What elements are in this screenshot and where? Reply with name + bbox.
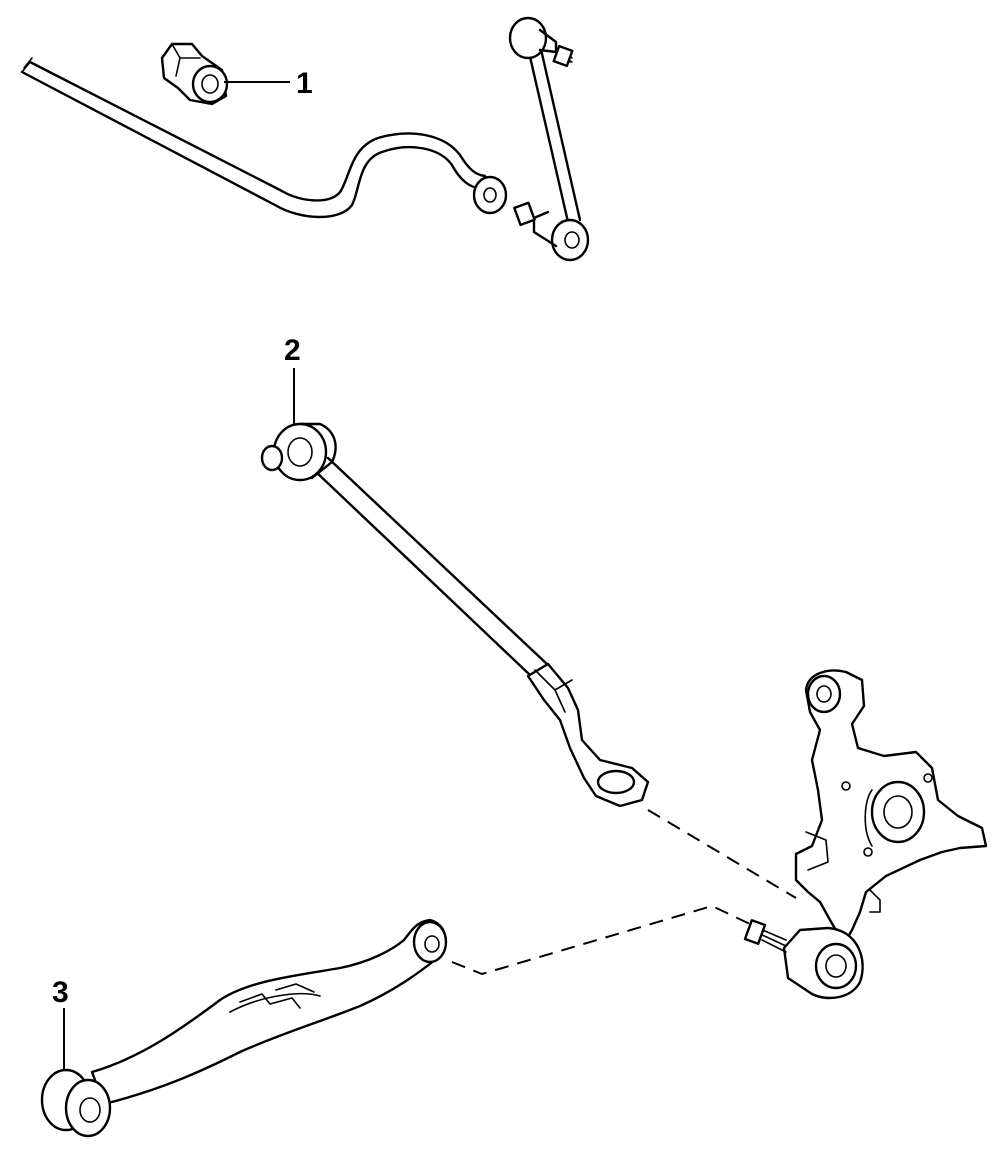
- knuckle-assembly: [794, 669, 988, 946]
- lower-link: [743, 919, 864, 1000]
- callout-2: 2: [284, 334, 301, 424]
- callout-label-3: 3: [52, 976, 69, 1009]
- trailing-arm: [40, 918, 448, 1138]
- assembly-guide-lines: [451, 809, 797, 976]
- stabilizer-bar: [20, 57, 508, 219]
- stabilizer-link: [508, 16, 590, 262]
- callout-label-1: 1: [296, 67, 313, 100]
- stabilizer-bushing: [160, 42, 229, 106]
- callout-3: 3: [52, 976, 69, 1070]
- callout-label-2: 2: [284, 334, 301, 367]
- lateral-link: [260, 422, 650, 808]
- callout-1: 1: [224, 67, 313, 100]
